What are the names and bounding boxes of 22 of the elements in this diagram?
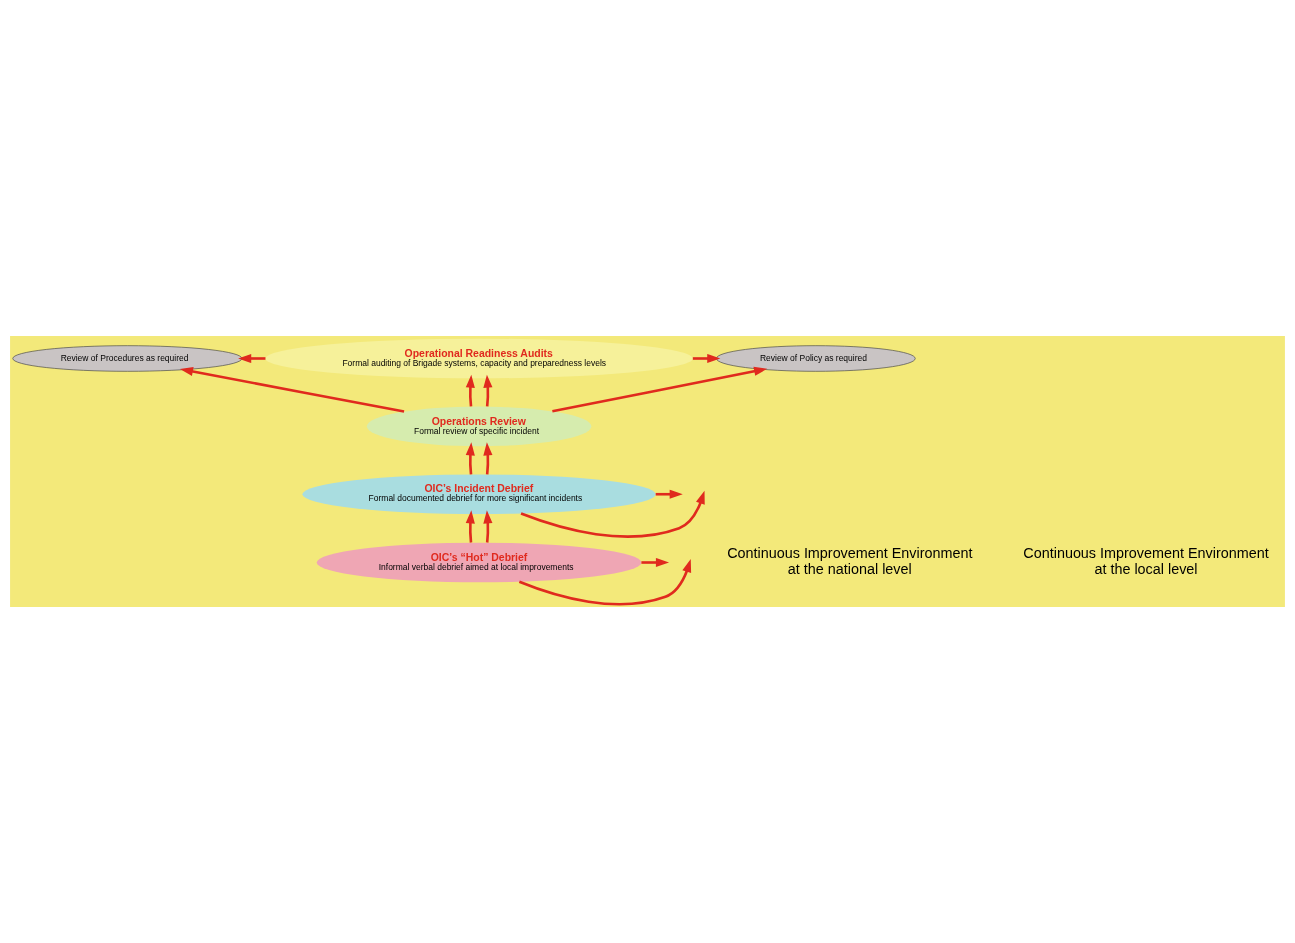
arrow [483, 442, 493, 475]
arrow [655, 489, 683, 499]
node-ellipse: Review of Procedures as required [12, 345, 243, 372]
node-ellipse: OIC’s “Hot” Debrief Informal verbal debrief aimed at local improvements [316, 542, 642, 583]
arrow [483, 374, 493, 407]
arrow [552, 366, 768, 413]
arrow [520, 490, 705, 538]
arrow [465, 374, 475, 407]
arrow [238, 353, 266, 364]
arrow [692, 353, 721, 364]
node-ellipse: Operational Readiness Audits Formal auditing of Brigade systems, capacity and preparedness levels [265, 338, 693, 379]
arrow [465, 442, 475, 475]
node-ellipse: OIC’s Incident Debrief Formal documented debrief for more significant incidents [302, 474, 656, 515]
arrow [483, 510, 493, 543]
arrow [641, 557, 670, 568]
arrow [518, 559, 692, 606]
node-ellipse: Operations Review Formal review of specific incident [366, 406, 592, 447]
arrow [465, 510, 475, 543]
node-ellipse: Review of Policy as required [716, 345, 916, 372]
label: Continuous Improvement Environment at the local level [1023, 545, 1269, 578]
label: Continuous Improvement Environment at the national level [727, 545, 973, 578]
arrow [179, 367, 405, 413]
